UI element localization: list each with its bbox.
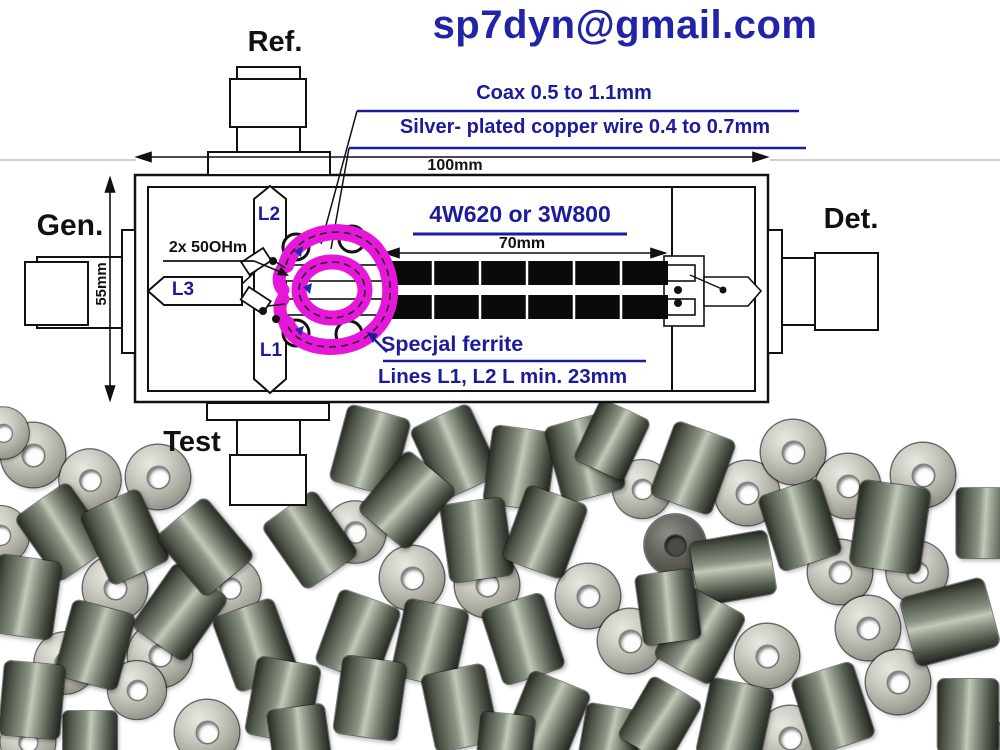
ref-connector bbox=[207, 66, 331, 176]
washer-hole bbox=[0, 424, 12, 442]
washer-hole bbox=[196, 721, 218, 743]
annotation-underlines bbox=[349, 109, 806, 363]
dimension-55mm bbox=[104, 175, 116, 403]
ferrite-washer bbox=[175, 700, 239, 750]
washer-hole bbox=[127, 680, 147, 700]
washer-hole bbox=[756, 645, 778, 667]
special-ferrite-winding bbox=[272, 224, 399, 355]
washer-hole bbox=[779, 727, 801, 749]
coax-lines bbox=[282, 255, 763, 327]
washer-hole bbox=[401, 567, 423, 589]
ferrite-note-pointer bbox=[367, 332, 388, 353]
ferrite-cylinder bbox=[62, 710, 118, 750]
washer-hole bbox=[22, 444, 44, 466]
washer-hole bbox=[345, 522, 365, 542]
ferrite-bead-string-bottom bbox=[386, 293, 668, 321]
washer-hole bbox=[0, 525, 10, 545]
det-connector bbox=[767, 229, 879, 354]
ferrite-cylinder bbox=[956, 487, 1000, 559]
washer-hole bbox=[147, 466, 169, 488]
washer-hole bbox=[619, 630, 641, 652]
washer-hole bbox=[665, 535, 685, 555]
washer-hole bbox=[80, 470, 100, 490]
dimension-70mm bbox=[382, 247, 668, 259]
washer-hole bbox=[577, 585, 599, 607]
washer-hole bbox=[104, 577, 126, 599]
washer-hole bbox=[829, 561, 851, 583]
washer-hole bbox=[857, 617, 879, 639]
resistor-note-pointer bbox=[163, 260, 289, 276]
gen-connector bbox=[24, 229, 136, 354]
washer-hole bbox=[736, 482, 758, 504]
washer-hole bbox=[782, 441, 804, 463]
ferrite-washer bbox=[836, 596, 900, 660]
washer-hole bbox=[887, 671, 909, 693]
dimension-100mm bbox=[134, 151, 770, 163]
ferrite-washer bbox=[380, 546, 444, 610]
ferrite-cylinder bbox=[937, 678, 999, 750]
washer-hole bbox=[220, 578, 240, 598]
ferrite-washer bbox=[735, 624, 799, 688]
washer-hole bbox=[476, 574, 498, 596]
ferrite-washer bbox=[761, 420, 825, 484]
line-l3-strip bbox=[146, 276, 243, 306]
line-l1-l2-strip bbox=[253, 184, 287, 395]
washer-hole bbox=[632, 479, 652, 499]
test-connector bbox=[206, 402, 330, 506]
washer-hole bbox=[912, 464, 934, 486]
washer-hole bbox=[837, 475, 859, 497]
ferrite-bead-string-top bbox=[386, 259, 668, 287]
